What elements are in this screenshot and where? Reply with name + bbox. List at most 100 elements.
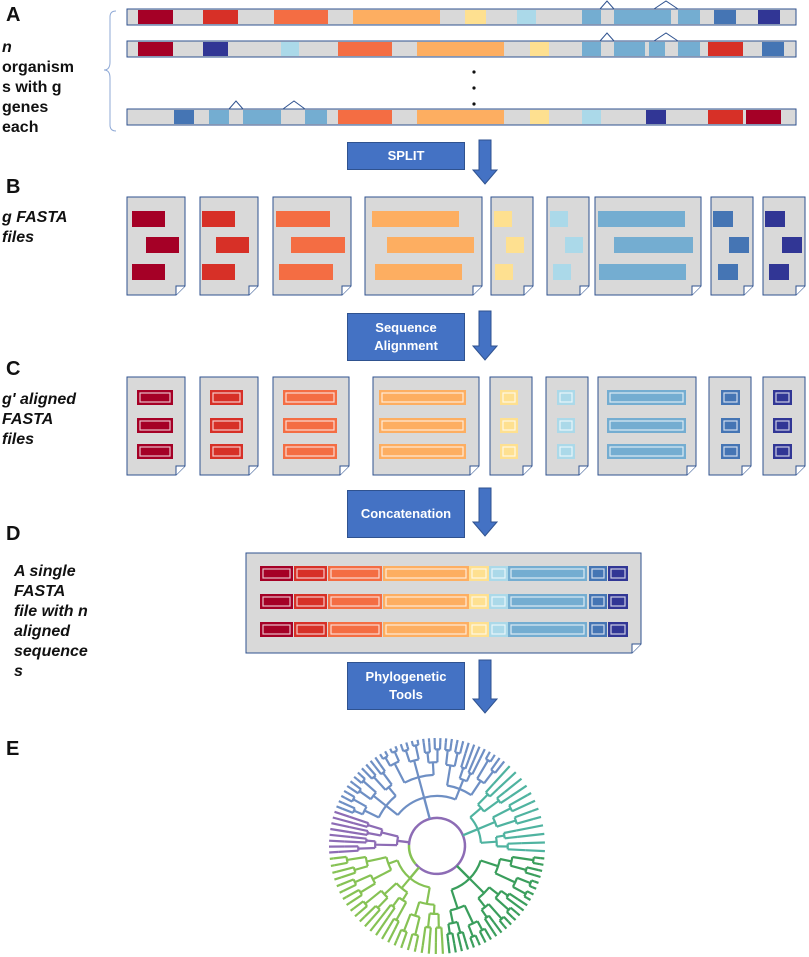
tree-branch — [347, 791, 356, 799]
aligned-sequence-block — [489, 622, 508, 637]
phylogenetic-step-label-1: Phylogenetic — [365, 669, 447, 684]
tree-branch — [454, 788, 461, 800]
tree-leaf — [515, 911, 521, 917]
tree-branch — [476, 759, 490, 780]
tree-leaf — [393, 940, 398, 946]
tree-arc — [396, 794, 456, 816]
tree-branch — [402, 913, 412, 932]
aligned-sequence-block — [721, 418, 740, 433]
file-fold-corner — [341, 285, 351, 295]
gene-segment — [582, 110, 601, 124]
tree-leaf — [406, 945, 411, 951]
tree-leaf — [405, 742, 409, 747]
aligned-sequence-outline — [381, 392, 464, 403]
tree-branch — [505, 896, 522, 909]
tree-branch — [492, 807, 512, 819]
panel-a-line-4: genes — [2, 99, 49, 116]
sequence-block — [202, 264, 235, 280]
tree-clade-stem — [397, 839, 410, 844]
aligned-sequence-outline — [212, 446, 241, 457]
file-fold-corner — [741, 465, 751, 475]
tree-branch — [480, 859, 499, 868]
tree-branch — [357, 905, 368, 915]
tree-branch — [391, 897, 400, 907]
tree-leaf — [354, 912, 359, 918]
tree-branch — [531, 879, 536, 883]
aligned-sequence-outline — [610, 624, 626, 635]
tree-branch — [404, 750, 411, 763]
tree-leaf — [336, 883, 341, 888]
tree-branch — [469, 937, 474, 945]
split-step-label: SPLIT — [387, 148, 425, 163]
file-fold-corner — [691, 285, 701, 295]
tree-leaf — [461, 740, 465, 746]
panel-c-line-2: FASTA — [2, 411, 54, 428]
sequence-block — [550, 211, 568, 227]
gene-segment — [138, 42, 173, 56]
aligned-sequence-outline — [381, 446, 464, 457]
tree-branch — [400, 877, 411, 889]
file-fold-corner — [795, 465, 805, 475]
aligned-sequence-block — [379, 444, 466, 459]
tree-branch — [532, 861, 540, 866]
tree-branch — [367, 824, 383, 831]
tree-leaf — [492, 930, 498, 937]
tree-clade-stem — [422, 797, 431, 820]
tree-branch — [456, 933, 463, 948]
tree-leaf — [488, 935, 492, 941]
aligned-sequence-block — [260, 622, 293, 637]
aligned-sequence-block — [489, 594, 508, 609]
tree-branch — [358, 846, 376, 850]
tree-leaf — [450, 738, 453, 744]
tree-branch — [344, 796, 353, 803]
aligned-sequence-outline — [723, 420, 738, 431]
tree-branch — [381, 831, 399, 838]
tree-leaf — [517, 898, 528, 907]
gene-segment — [281, 42, 299, 56]
panel-d-description: A single FASTA file with n aligned seque… — [14, 562, 88, 682]
aligned-sequence-block — [608, 594, 628, 609]
aligned-sequence-block — [283, 418, 337, 433]
tree-branch — [348, 815, 369, 825]
tree-branch — [366, 839, 376, 843]
aligned-sequence-outline — [262, 624, 291, 635]
tree-branch — [349, 826, 369, 833]
tree-branch — [372, 868, 392, 881]
tree-arc — [403, 773, 434, 784]
tree-branch — [461, 931, 468, 945]
tree-branch — [393, 751, 401, 762]
tree-leaf — [329, 850, 339, 854]
tree-branch — [366, 856, 387, 863]
aligned-sequence-block — [383, 594, 469, 609]
tree-branch — [388, 918, 395, 927]
tree-branch — [514, 809, 533, 819]
tree-branch — [478, 930, 485, 940]
tree-leaf — [338, 800, 343, 804]
tree-arc — [468, 920, 479, 927]
aligned-sequence-outline — [330, 568, 380, 579]
tree-branch — [512, 855, 534, 862]
tree-branch — [526, 890, 531, 894]
sequence-block — [276, 211, 330, 227]
tree-leaf — [527, 792, 532, 796]
tree-leaf — [504, 777, 523, 793]
tree-branch — [494, 872, 516, 884]
tree-branch — [445, 750, 449, 765]
tree-branch — [494, 897, 510, 911]
tree-leaf — [336, 805, 343, 810]
aligned-sequence-outline — [723, 392, 738, 403]
tree-branch — [484, 754, 489, 760]
tree-arc — [513, 817, 518, 824]
tree-leaf — [529, 891, 534, 896]
gene-segment — [338, 42, 392, 56]
tree-leaf — [534, 880, 539, 884]
tree-arc — [352, 878, 358, 886]
aligned-sequence-block — [469, 566, 489, 581]
aligned-sequence-outline — [559, 392, 573, 403]
tree-branch — [373, 765, 382, 775]
aligned-sequence-block — [607, 444, 686, 459]
aligned-sequence-block — [210, 444, 243, 459]
tree-leaf — [472, 746, 481, 761]
genome-row-2 — [126, 32, 797, 58]
tree-arc — [498, 916, 505, 922]
